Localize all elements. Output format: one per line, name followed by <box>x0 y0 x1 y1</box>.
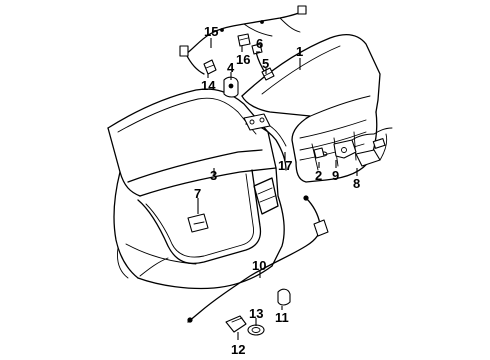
callout-8: 8 <box>353 176 360 191</box>
trunk-lid <box>241 33 381 183</box>
wiring-harness <box>179 5 307 75</box>
striker-7 <box>187 213 209 233</box>
callout-16: 16 <box>236 52 250 67</box>
callout-9: 9 <box>332 168 339 183</box>
callout-11: 11 <box>275 310 289 325</box>
actuator-8 <box>355 133 388 167</box>
callout-12: 12 <box>231 342 245 357</box>
clip-part-5 <box>261 67 275 81</box>
release-lever-12 <box>225 315 247 333</box>
callout-15: 15 <box>204 24 218 39</box>
latch-9 <box>333 133 375 159</box>
callout-1: 1 <box>296 44 303 59</box>
car-body <box>107 88 285 290</box>
callout-3: 3 <box>210 168 217 183</box>
lock-cylinder-4 <box>223 76 239 98</box>
bracket-part-14 <box>203 59 217 75</box>
callout-14: 14 <box>201 78 216 93</box>
hinge-assembly <box>243 113 287 171</box>
callout-2: 2 <box>315 168 322 183</box>
callout-4: 4 <box>227 60 235 75</box>
handle-bezel-13 <box>247 324 265 336</box>
latch-bumper-2 <box>313 147 325 159</box>
callout-labels: 1 2 3 4 5 6 7 8 9 10 11 12 13 14 15 16 1… <box>194 24 360 357</box>
callout-6: 6 <box>256 36 263 51</box>
cable-clip-11 <box>277 288 291 306</box>
callout-17: 17 <box>278 158 292 173</box>
callout-10: 10 <box>252 258 266 273</box>
leader-lines <box>197 38 358 340</box>
connector-lead <box>373 127 393 135</box>
callout-5: 5 <box>262 56 269 71</box>
callout-7: 7 <box>194 186 201 201</box>
callout-13: 13 <box>249 306 263 321</box>
harness-clip-16 <box>237 33 251 47</box>
release-cable <box>187 195 329 323</box>
